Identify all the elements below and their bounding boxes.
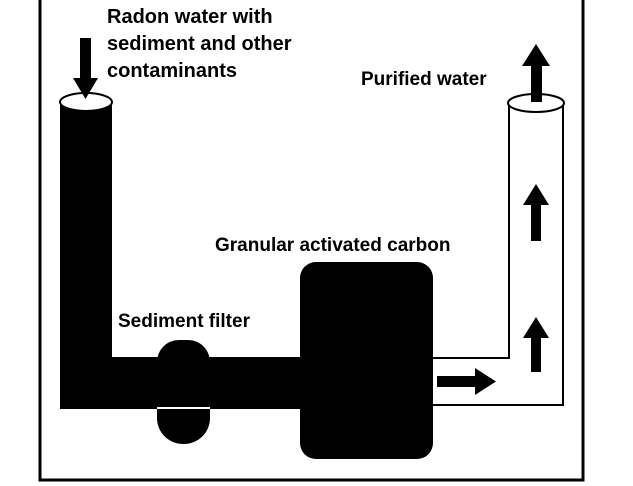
flow-right-arrow-icon [437, 368, 496, 395]
flow-up-arrow-top-icon [522, 44, 550, 102]
input-label-line1: Radon water with [107, 6, 273, 28]
input-label-line2: sediment and other [107, 33, 292, 55]
flow-up-arrow-lower-icon [523, 317, 549, 372]
sediment-filter [157, 340, 210, 444]
sediment-filter-label: Sediment filter [118, 311, 251, 332]
inlet-arrow-icon [73, 38, 98, 99]
carbon-tank [300, 262, 433, 459]
carbon-label: Granular activated carbon [215, 235, 450, 256]
container-frame [38, 0, 585, 482]
input-label-line3: contaminants [107, 60, 237, 82]
flow-up-arrow-middle-icon [523, 184, 549, 241]
outlet-pipe [431, 93, 565, 406]
output-label: Purified water [361, 69, 487, 90]
